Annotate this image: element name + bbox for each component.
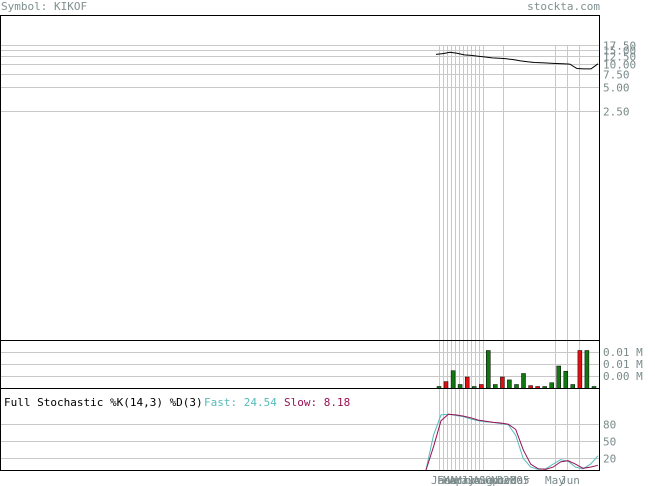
x-axis-label: 2005 xyxy=(503,474,530,486)
price-tick-label: 5.00 xyxy=(603,82,630,95)
volume-bar xyxy=(450,370,456,389)
volume-tick-label: 0.01 M xyxy=(603,346,643,359)
x-axis-label: Mar xyxy=(510,474,530,486)
x-axis-label: May xyxy=(455,474,475,486)
stoch-tick-label: 50 xyxy=(603,436,616,449)
x-axis-label: Aug xyxy=(473,474,493,486)
site-link[interactable]: stockta.com xyxy=(527,0,600,13)
volume-tick-label: 0.01 M xyxy=(603,358,643,371)
price-tick-label: 12.50 xyxy=(603,51,636,64)
stoch-tick-label: 20 xyxy=(603,453,616,466)
slow-line xyxy=(425,413,599,471)
volume-bar xyxy=(500,376,505,389)
fast-legend: Fast: 24.54 xyxy=(204,396,277,409)
x-axis-label: Jun xyxy=(461,474,481,486)
volume-bar xyxy=(457,384,463,389)
stoch-panel-frame xyxy=(0,388,600,471)
x-axis-label: Jul xyxy=(467,474,487,486)
volume-bar xyxy=(563,370,569,389)
volume-tick-label: 0.00 M xyxy=(603,370,643,383)
volume-bar xyxy=(486,350,491,389)
x-axis-label: Jan xyxy=(431,474,451,486)
price-tick-label: 2.50 xyxy=(603,106,630,119)
x-axis-label: Dec xyxy=(497,474,517,486)
volume-bar xyxy=(464,376,470,389)
x-axis-label: May xyxy=(545,474,565,486)
stoch-title: Full Stochastic %K(14,3) %D(3) xyxy=(4,396,203,409)
slow-legend: Slow: 8.18 xyxy=(284,396,350,409)
x-axis-label: Nov xyxy=(491,474,511,486)
volume-bar xyxy=(493,384,498,389)
volume-bar xyxy=(556,365,561,389)
price-tick-label: 15.00 xyxy=(603,45,636,58)
volume-bar xyxy=(584,350,590,389)
volume-bar xyxy=(507,379,512,389)
symbol-label: Symbol: KIKOF xyxy=(1,0,88,13)
x-axis-label: Oct xyxy=(485,474,505,486)
x-axis-label: Jun xyxy=(560,474,580,486)
price-tick-label: 17.50 xyxy=(603,40,636,53)
volume-bar xyxy=(521,373,526,389)
price-tick-label: 7.50 xyxy=(603,69,630,82)
volume-bar xyxy=(514,384,519,389)
volume-bar xyxy=(443,381,449,389)
volume-bar xyxy=(479,384,484,389)
stoch-tick-label: 80 xyxy=(603,419,616,432)
price-tick-label: 10.00 xyxy=(603,59,636,72)
x-axis-label: Apr xyxy=(449,474,469,486)
x-axis-label: Sep xyxy=(479,474,499,486)
volume-bar xyxy=(570,384,576,389)
volume-bar xyxy=(577,350,583,389)
x-axis-label: Mar xyxy=(443,474,463,486)
volume-bar xyxy=(549,382,554,389)
price-line xyxy=(435,51,599,70)
x-axis-label: Feb xyxy=(437,474,457,486)
